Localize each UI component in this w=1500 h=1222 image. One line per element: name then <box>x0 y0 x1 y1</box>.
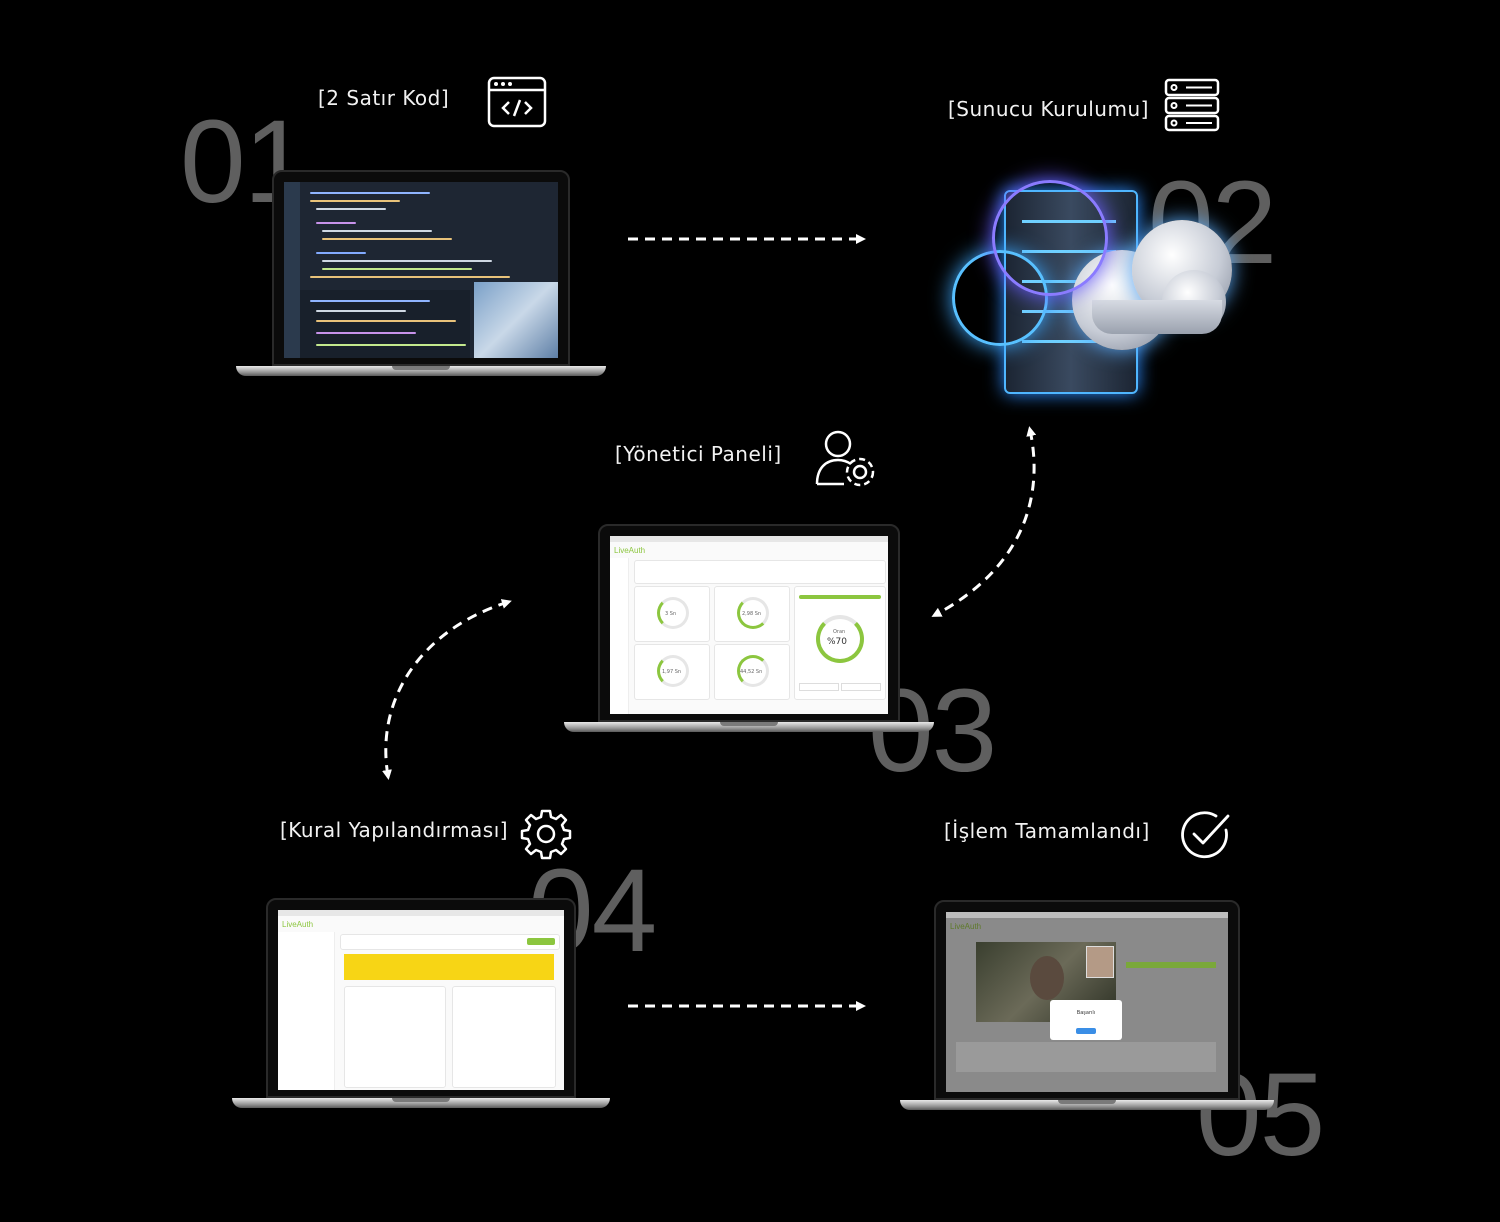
code-editor-screen <box>284 182 558 358</box>
config-logo: LiveAuth <box>282 920 313 929</box>
laptop-code <box>236 170 606 390</box>
complete-logo: LiveAuth <box>950 922 981 931</box>
success-modal-ok-button[interactable] <box>1076 1028 1096 1034</box>
gauge-card-4: 44,52 Sn <box>714 644 790 700</box>
arrow-02-to-03 <box>935 430 1034 615</box>
rule-config-screen: LiveAuth <box>278 910 564 1090</box>
dashboard-logo: LiveAuth <box>614 546 645 555</box>
ratio-label: Oran <box>833 629 845 635</box>
arrow-03-to-04 <box>386 602 508 776</box>
laptop-dashboard: LiveAuth 3 Sn 2,98 Sn 1,97 Sn 44,52 Sn O… <box>564 524 934 738</box>
ratio-value: %70 <box>827 637 847 647</box>
ratio-card: Oran %70 <box>794 586 886 700</box>
cloud-server-illustration <box>952 160 1232 392</box>
gauge-card-2: 2,98 Sn <box>714 586 790 642</box>
verification-complete-screen: LiveAuth Başarılı <box>946 912 1228 1092</box>
success-modal: Başarılı <box>1050 1000 1122 1040</box>
laptop-config: LiveAuth <box>232 898 610 1116</box>
admin-dashboard-screen: LiveAuth 3 Sn 2,98 Sn 1,97 Sn 44,52 Sn O… <box>610 536 888 714</box>
laptop-complete: LiveAuth Başarılı <box>900 900 1274 1118</box>
gauge-card-3: 1,97 Sn <box>634 644 710 700</box>
gauge-card-1: 3 Sn <box>634 586 710 642</box>
success-modal-title: Başarılı <box>1050 1010 1122 1016</box>
